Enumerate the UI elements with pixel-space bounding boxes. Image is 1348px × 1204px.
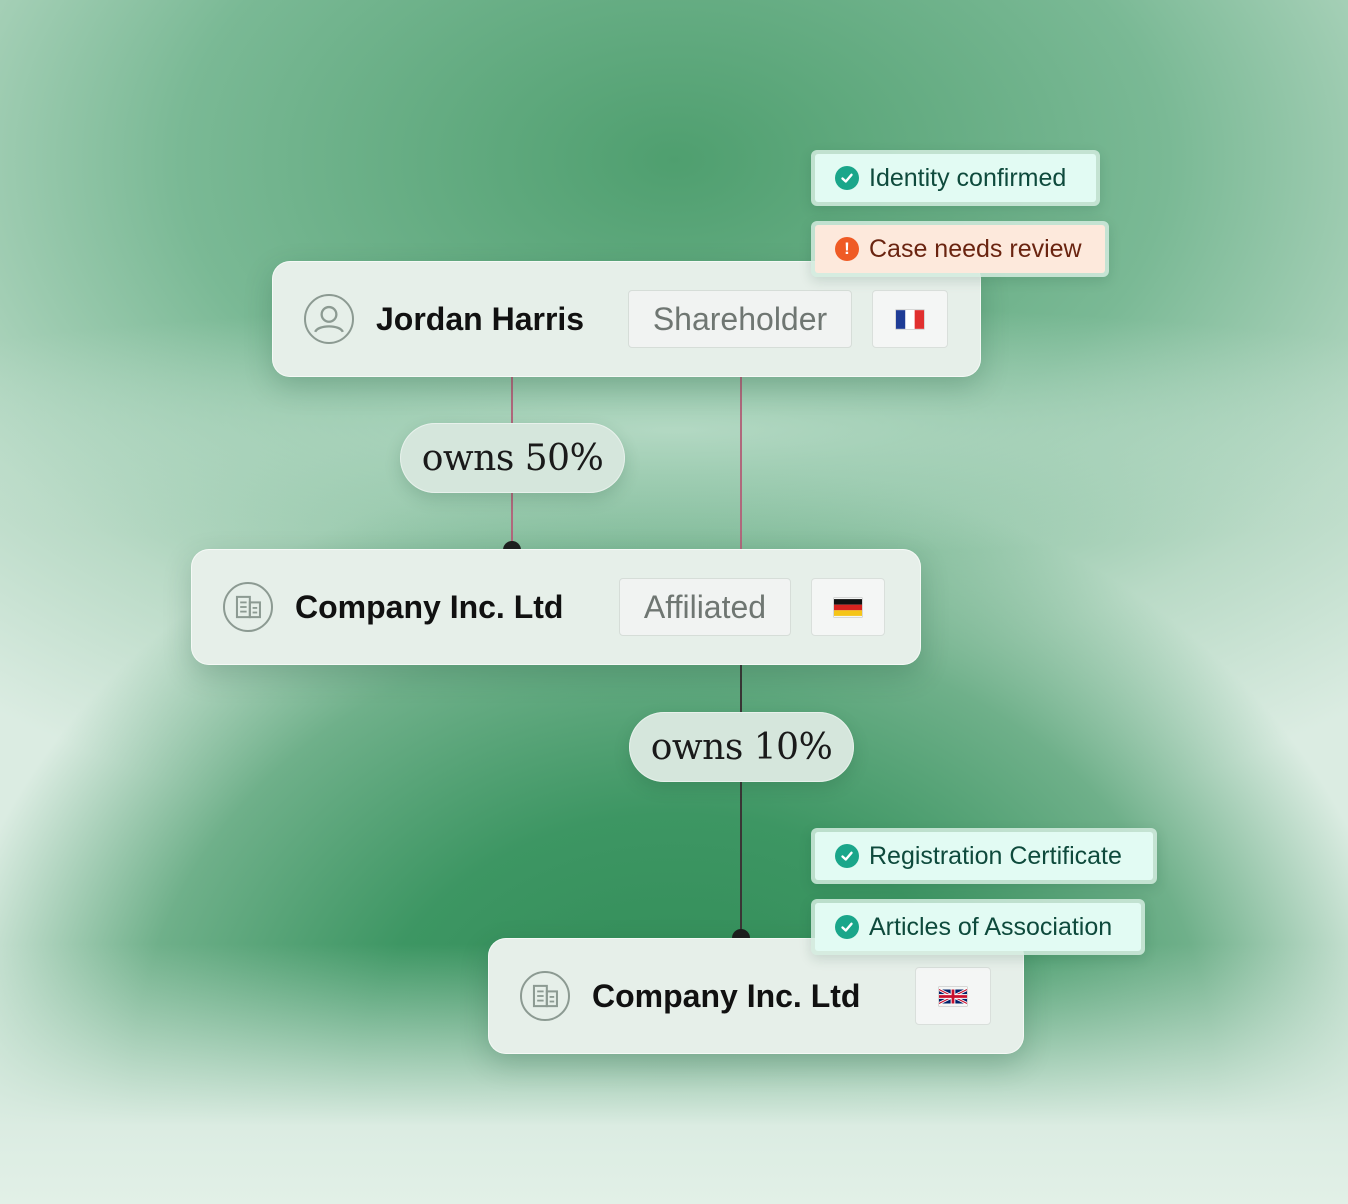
articles-of-association-badge: Articles of Association — [811, 899, 1145, 955]
identity-confirmed-badge: Identity confirmed — [811, 150, 1100, 206]
building-icon — [223, 582, 273, 632]
company-node-card[interactable]: Company Inc. Ltd — [488, 938, 1024, 1054]
registration-certificate-badge: Registration Certificate — [811, 828, 1157, 884]
ownership-label: owns 50% — [400, 423, 625, 493]
badge-label: Registration Certificate — [869, 841, 1122, 870]
node-name: Jordan Harris — [376, 300, 585, 337]
case-needs-review-badge: ! Case needs review — [811, 221, 1109, 277]
badge-label: Case needs review — [869, 234, 1082, 263]
badge-label: Articles of Association — [869, 912, 1113, 941]
person-node-card[interactable]: Jordan Harris Shareholder — [272, 261, 981, 377]
uk-flag-icon — [939, 987, 967, 1005]
country-flag — [811, 578, 885, 636]
node-name: Company Inc. Ltd — [592, 977, 861, 1014]
building-icon — [520, 971, 570, 1021]
role-tag: Shareholder — [628, 290, 852, 348]
company-node-card[interactable]: Company Inc. Ltd Affiliated — [191, 549, 921, 665]
person-icon — [304, 294, 354, 344]
exclamation-circle-icon: ! — [835, 237, 859, 261]
country-flag — [915, 967, 991, 1025]
node-name: Company Inc. Ltd — [295, 588, 564, 625]
role-tag: Affiliated — [619, 578, 791, 636]
germany-flag-icon — [834, 598, 862, 616]
check-circle-icon — [835, 166, 859, 190]
check-circle-icon — [835, 915, 859, 939]
check-circle-icon — [835, 844, 859, 868]
france-flag-icon — [896, 309, 924, 329]
country-flag — [872, 290, 948, 348]
badge-label: Identity confirmed — [869, 163, 1067, 192]
ownership-label: owns 10% — [629, 712, 854, 782]
